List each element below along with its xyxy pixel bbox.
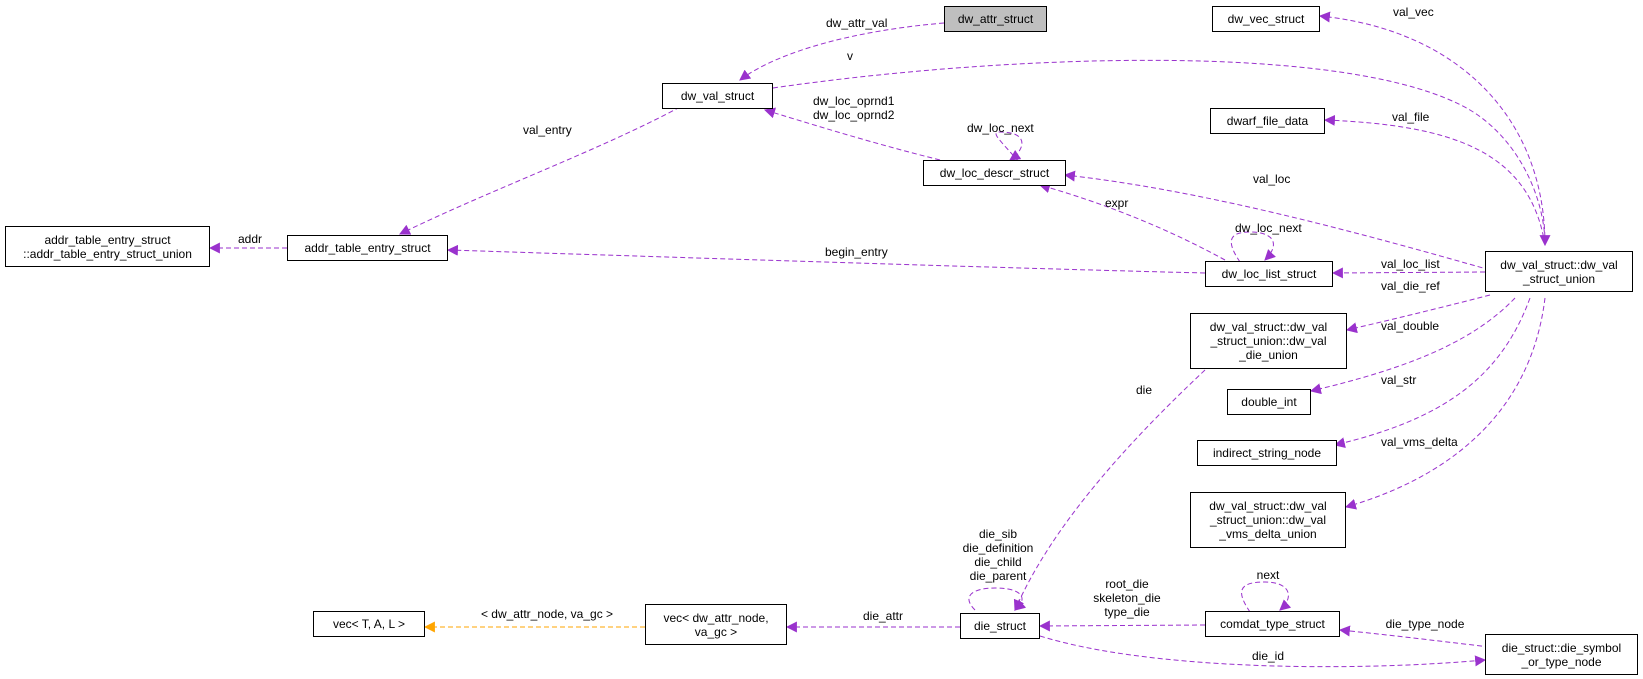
node-dw-loc-descr-struct[interactable]: dw_loc_descr_struct [923,160,1066,186]
edge-val-die-ref [1345,294,1491,334]
edge-dw-loc-next-list [1230,231,1276,263]
edge-val-entry [399,106,681,235]
edge-val-vms-delta [1344,297,1546,510]
node-dw-val-struct-union[interactable]: dw_val_struct::dw_val _struct_union [1485,251,1633,292]
label-skeleton-die: skeleton_die [1093,591,1161,605]
edge-begin-entry [446,244,1206,274]
label-val-str: val_str [1381,373,1416,387]
label-dw-loc-oprnd2: dw_loc_oprnd2 [813,108,895,122]
edge-val-file [1323,114,1546,246]
edge-val-double [1309,297,1516,395]
node-vec-t-a-l[interactable]: vec< T, A, L > [313,611,425,637]
node-addr-table-entry-struct-union[interactable]: addr_table_entry_struct ::addr_table_ent… [5,226,210,267]
label-val-file: val_file [1392,110,1430,124]
label-next: next [1257,568,1280,582]
node-comdat-type-struct[interactable]: comdat_type_struct [1205,611,1340,637]
edge-die-self [968,587,1027,611]
label-die-sib: die_sib [979,527,1017,541]
edge-dw-loc-oprnd [763,107,941,161]
node-dw-loc-list-struct[interactable]: dw_loc_list_struct [1205,261,1333,287]
edge-next [1241,581,1292,613]
node-die-symbol-or-type-node[interactable]: die_struct::die_symbol _or_type_node [1485,634,1638,675]
node-dwarf-file-data[interactable]: dwarf_file_data [1210,108,1325,134]
edge-expr [1038,182,1226,261]
node-vec-dw-attr-node[interactable]: vec< dw_attr_node, va_gc > [645,604,787,645]
node-dw-vec-struct[interactable]: dw_vec_struct [1212,6,1320,32]
label-val-die-ref: val_die_ref [1381,279,1440,293]
label-begin-entry: begin_entry [825,245,888,259]
label-type-die: type_die [1104,605,1150,619]
label-die-definition: die_definition [963,541,1034,555]
label-v: v [847,49,853,63]
node-dw-attr-struct: dw_attr_struct [944,6,1047,32]
edge-die-type [1038,620,1206,632]
label-dw-loc-oprnd1: dw_loc_oprnd1 [813,94,895,108]
label-root-die: root_die [1105,577,1149,591]
label-val-loc: val_loc [1253,172,1290,186]
edge-val-str [1333,297,1531,449]
node-addr-table-entry-struct[interactable]: addr_table_entry_struct [287,235,448,261]
label-expr: expr [1105,196,1128,210]
edge-val-vec [1318,11,1546,246]
label-die-type-node: die_type_node [1386,617,1465,631]
label-val-loc-list: val_loc_list [1381,257,1440,271]
edge-val-loc [1063,170,1491,271]
label-val-double: val_double [1381,319,1439,333]
label-die-child: die_child [974,555,1021,569]
edge-die [1013,369,1206,612]
label-die-id: die_id [1252,649,1284,663]
node-dw-val-vms-delta-union[interactable]: dw_val_struct::dw_val _struct_union::dw_… [1190,492,1346,548]
node-double-int[interactable]: double_int [1227,389,1311,415]
label-vec-template-args: < dw_attr_node, va_gc > [481,607,613,621]
label-val-vec: val_vec [1393,5,1434,19]
label-die-parent: die_parent [970,569,1027,583]
node-die-struct[interactable]: die_struct [960,613,1040,639]
label-die-attr: die_attr [863,609,903,623]
label-die: die [1136,383,1152,397]
label-dw-loc-next-descr: dw_loc_next [967,121,1034,135]
node-dw-val-struct[interactable]: dw_val_struct [662,83,773,109]
edge-die-type-node [1338,625,1491,648]
label-val-entry: val_entry [523,123,572,137]
label-addr: addr [238,232,262,246]
node-indirect-string-node[interactable]: indirect_string_node [1197,440,1337,466]
edge-dw-attr-val [739,22,945,81]
node-dw-val-die-union[interactable]: dw_val_struct::dw_val _struct_union::dw_… [1190,313,1347,369]
label-dw-attr-val: dw_attr_val [826,16,887,30]
label-val-vms-delta: val_vms_delta [1381,435,1458,449]
edge-val-loc-list [1331,267,1486,279]
edge-v [772,59,1551,247]
edge-dw-loc-next-descr [995,131,1023,163]
edge-die-id [1039,635,1487,668]
label-dw-loc-next-list: dw_loc_next [1235,221,1302,235]
